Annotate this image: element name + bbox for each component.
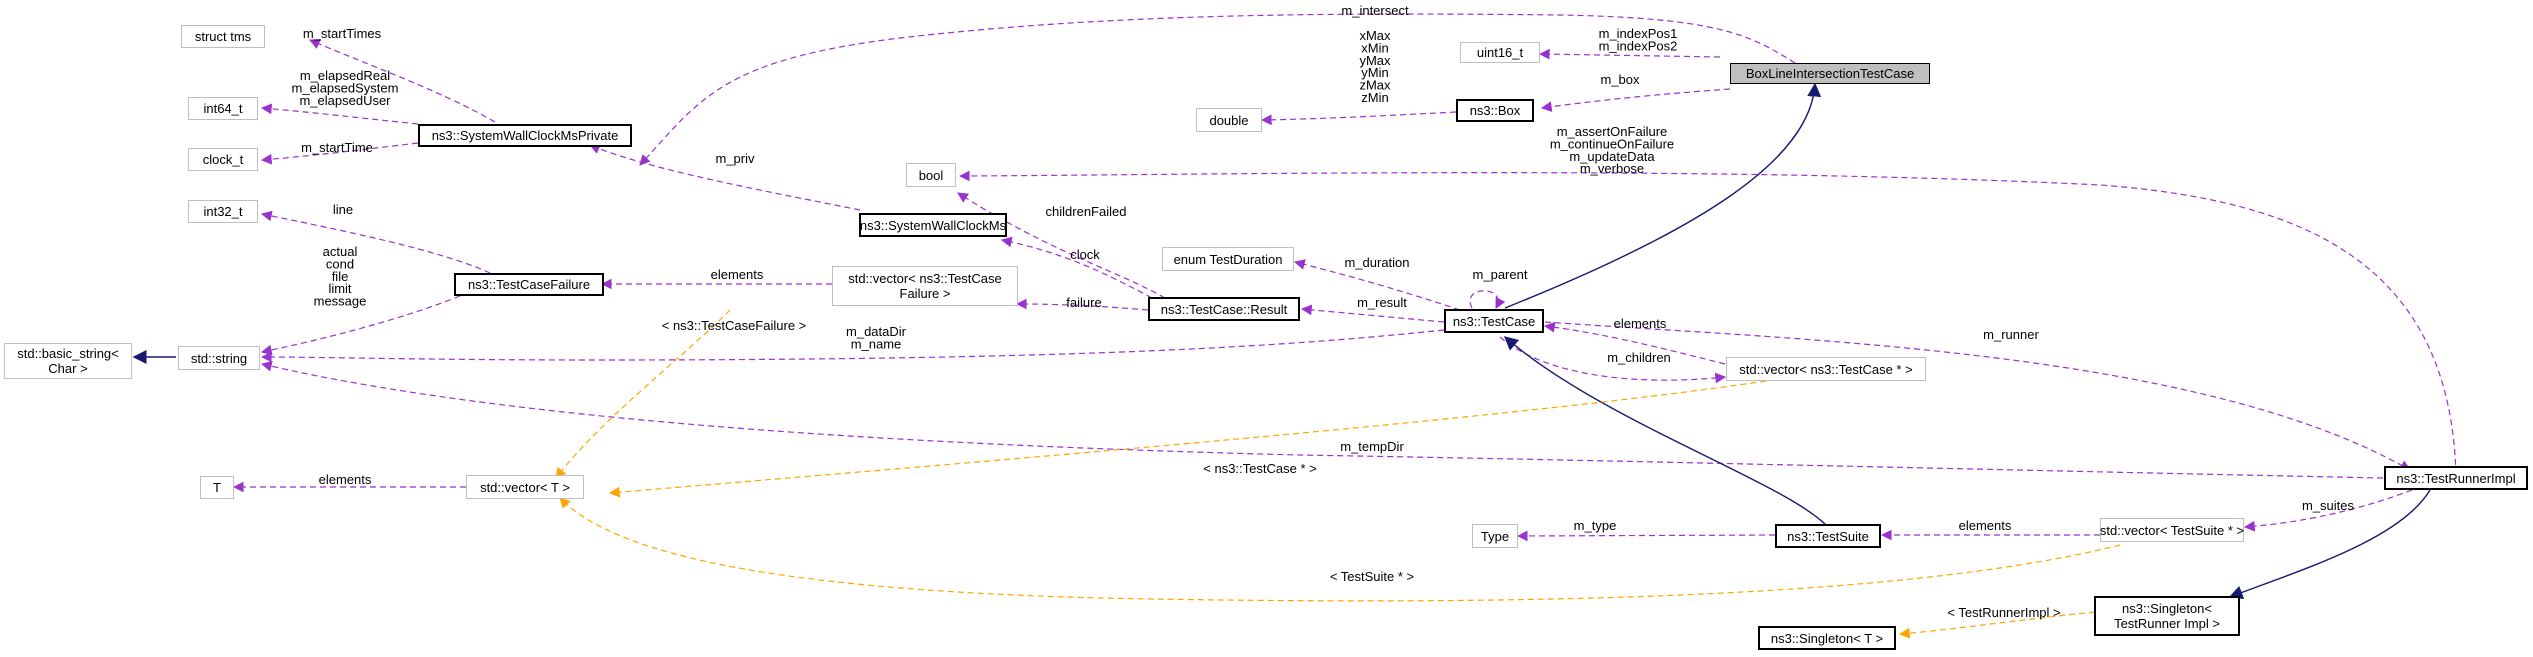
node-vector-test-case-failure[interactable]: std::vector< ns3::TestCase Failure > (832, 266, 1018, 306)
edge-m-duration (1293, 259, 1461, 311)
node-singleton-test-runner-impl[interactable]: ns3::Singleton< TestRunner Impl > (2094, 596, 2240, 636)
edge-bool-flags (958, 170, 2457, 476)
edge-label-m-parent: m_parent (1473, 267, 1528, 282)
edge-label-line: line (333, 202, 353, 217)
edge-priv (589, 143, 861, 211)
edge-runner-tmpl (1898, 611, 2096, 639)
edge-tcf-tmpl (555, 309, 731, 479)
edge-tc-elements (1543, 321, 1726, 365)
node-int32[interactable]: int32_t (188, 200, 258, 223)
node-double[interactable]: double (1196, 108, 1262, 132)
edge-label-runner-tmpl: < TestRunnerImpl > (1947, 605, 2060, 620)
edge-label-m-duration: m_duration (1344, 255, 1409, 270)
edge-label-start-time: m_startTime (301, 140, 373, 155)
edge-label-start-times: m_startTimes (303, 26, 382, 41)
node-vector-test-suite-ptr[interactable]: std::vector< TestSuite * > (2100, 518, 2244, 542)
edge-label-m-tempdir: m_tempDir (1340, 439, 1404, 454)
edge-m-type (1516, 530, 1776, 542)
edge-datadir (260, 329, 1445, 363)
node-box-line-intersection-test-case[interactable]: BoxLineIntersectionTestCase (1730, 63, 1930, 84)
node-ns3-box[interactable]: ns3::Box (1456, 99, 1534, 122)
node-test-case-result[interactable]: ns3::TestCase::Result (1148, 297, 1300, 321)
edge-m-result (1300, 304, 1445, 323)
edge-inherit-runner (2228, 489, 2431, 599)
edge-box-coords (1260, 111, 1457, 126)
edge-label-m-suites: m_suites (2302, 498, 2355, 513)
node-system-wall-clock-ms-private[interactable]: ns3::SystemWallClockMsPrivate (418, 124, 632, 147)
node-enum-test-duration[interactable]: enum TestDuration (1162, 247, 1294, 271)
node-int64[interactable]: int64_t (188, 97, 258, 120)
edge-m-box (1540, 88, 1731, 113)
edge-label-suite-tmpl: < TestSuite * > (1330, 569, 1414, 584)
edge-label-m-runner: m_runner (1983, 327, 2039, 342)
edge-inherit-suite (1503, 336, 1827, 526)
edge-label-m-result: m_result (1357, 295, 1407, 310)
node-std-string[interactable]: std::string (178, 346, 260, 370)
edge-label-t-elements: elements (319, 472, 372, 487)
node-clock-t[interactable]: clock_t (188, 148, 258, 171)
edge-label-m-box: m_box (1600, 72, 1640, 87)
edge-label-m-children: m_children (1607, 350, 1671, 365)
edge-failure (1015, 298, 1149, 311)
node-basic-string[interactable]: std::basic_string< Char > (4, 343, 132, 379)
node-test-runner-impl[interactable]: ns3::TestRunnerImpl (2384, 466, 2528, 490)
edge-label-m-type: m_type (1574, 518, 1617, 533)
edge-elapsed (260, 103, 419, 125)
node-vector-T[interactable]: std::vector< T > (466, 475, 584, 499)
edge-m-runner (1544, 321, 2411, 471)
edge-m-suites (2243, 489, 2413, 532)
edge-clock (1000, 236, 1153, 299)
node-test-case-failure[interactable]: ns3::TestCaseFailure (454, 273, 604, 296)
edge-label-priv: m_priv (715, 151, 755, 166)
edge-suite-tmpl (559, 497, 2121, 602)
node-struct-tms[interactable]: struct tms (181, 25, 265, 48)
edge-label-children-failed: childrenFailed (1046, 204, 1127, 219)
node-test-case[interactable]: ns3::TestCase (1444, 309, 1544, 333)
edge-tc-ptr-tmpl (608, 380, 1767, 498)
node-vector-test-case-ptr[interactable]: std::vector< ns3::TestCase * > (1726, 357, 1926, 381)
node-bool[interactable]: bool (906, 163, 956, 187)
node-test-suite[interactable]: ns3::TestSuite (1775, 524, 1881, 548)
edge-start-times (309, 38, 496, 123)
edge-label-tc-ptr-tmpl: < ns3::TestCase * > (1203, 461, 1316, 476)
node-type[interactable]: Type (1472, 524, 1518, 548)
edge-m-index (1538, 48, 1721, 60)
edge-label-suite-elements: elements (1959, 518, 2012, 533)
node-singleton-T[interactable]: ns3::Singleton< T > (1758, 626, 1896, 650)
edge-label-tcf-tmpl: < ns3::TestCaseFailure > (662, 318, 807, 333)
edge-line (260, 210, 491, 274)
node-system-wall-clock-ms[interactable]: ns3::SystemWallClockMs (859, 213, 1007, 237)
edge-label-tc-elements: elements (1614, 316, 1667, 331)
edge-inherit-main (1504, 82, 1822, 309)
edge-label-tcf-elements: elements (711, 267, 764, 282)
edge-failure-strings (260, 295, 461, 356)
edge-label-failure: failure (1066, 295, 1101, 310)
edge-m-tempdir (260, 360, 2384, 479)
edge-m-children (1499, 336, 1727, 384)
node-T[interactable]: T (200, 476, 234, 499)
node-uint16[interactable]: uint16_t (1460, 42, 1540, 63)
edge-m-parent (1469, 290, 1506, 309)
edge-label-clock: clock (1070, 247, 1100, 262)
edge-m-intersect (639, 13, 1796, 166)
edge-label-m-intersect: m_intersect (1341, 3, 1409, 18)
edge-start-time (260, 142, 419, 165)
